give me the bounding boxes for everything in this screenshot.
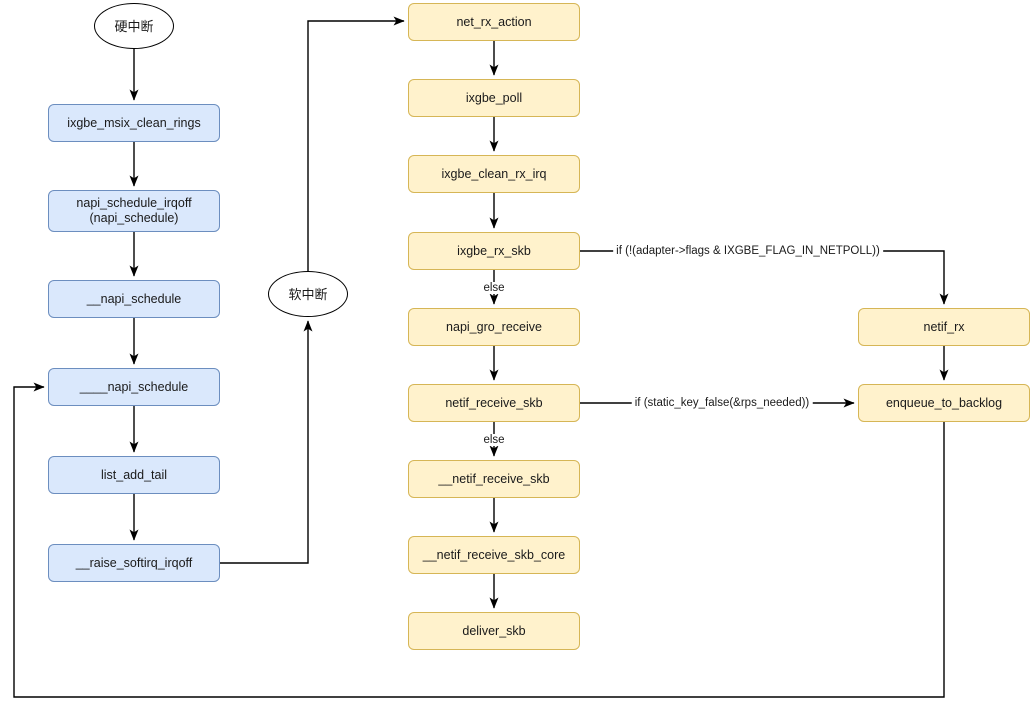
node-label: netif_rx bbox=[923, 319, 965, 334]
node-label: ____napi_schedule bbox=[79, 379, 189, 394]
node-label: ixgbe_poll bbox=[465, 90, 523, 105]
edge-rxskb-to-netifrx bbox=[580, 250, 949, 305]
node-ixgbe-msix-clean-rings[interactable]: ixgbe_msix_clean_rings bbox=[48, 104, 220, 142]
node-soft-interrupt[interactable]: 软中断 bbox=[268, 271, 348, 317]
node-label: __raise_softirq_irqoff bbox=[75, 555, 193, 570]
node-ixgbe-rx-skb[interactable]: ixgbe_rx_skb bbox=[408, 232, 580, 270]
node-netif-receive-skb[interactable]: netif_receive_skb bbox=[408, 384, 580, 422]
node-enqueue-to-backlog[interactable]: enqueue_to_backlog bbox=[858, 384, 1030, 422]
node-quad-napi-schedule[interactable]: ____napi_schedule bbox=[48, 368, 220, 406]
node-label: net_rx_action bbox=[456, 14, 532, 29]
node-ixgbe-poll[interactable]: ixgbe_poll bbox=[408, 79, 580, 117]
node-label: __netif_receive_skb_core bbox=[422, 547, 566, 562]
node-label: netif_receive_skb bbox=[445, 395, 543, 410]
node-net-rx-action[interactable]: net_rx_action bbox=[408, 3, 580, 41]
edge-raisesoftirq-to-softirq bbox=[220, 320, 313, 564]
node-label: enqueue_to_backlog bbox=[885, 395, 1003, 410]
node-label: 硬中断 bbox=[114, 18, 154, 34]
node-list-add-tail[interactable]: list_add_tail bbox=[48, 456, 220, 494]
node-dunder-netif-receive-skb[interactable]: __netif_receive_skb bbox=[408, 460, 580, 498]
node-label: ixgbe_rx_skb bbox=[457, 243, 531, 258]
edge-label-rps-condition: if (static_key_false(&rps_needed)) bbox=[631, 397, 813, 409]
node-label: __napi_schedule bbox=[86, 291, 182, 306]
node-napi-gro-receive[interactable]: napi_gro_receive bbox=[408, 308, 580, 346]
node-label: list_add_tail bbox=[100, 467, 167, 482]
node-label: ixgbe_clean_rx_irq bbox=[441, 166, 547, 181]
edge-softirq-to-netrxaction bbox=[307, 16, 405, 271]
node-raise-softirq-irqoff[interactable]: __raise_softirq_irqoff bbox=[48, 544, 220, 582]
node-label: __netif_receive_skb bbox=[438, 471, 550, 486]
node-dunder-napi-schedule[interactable]: __napi_schedule bbox=[48, 280, 220, 318]
node-label: deliver_skb bbox=[462, 623, 526, 638]
node-label: napi_schedule_irqoff (napi_schedule) bbox=[76, 196, 192, 225]
node-netif-rx[interactable]: netif_rx bbox=[858, 308, 1030, 346]
node-dunder-netif-receive-skb-core[interactable]: __netif_receive_skb_core bbox=[408, 536, 580, 574]
node-label: napi_gro_receive bbox=[446, 319, 542, 334]
edge-label-netpoll-condition: if (!(adapter->flags & IXGBE_FLAG_IN_NET… bbox=[613, 245, 883, 257]
edge-label-else-netif-receive-skb: else bbox=[480, 434, 508, 446]
node-label: 软中断 bbox=[288, 286, 328, 302]
node-label: ixgbe_msix_clean_rings bbox=[67, 115, 201, 130]
node-deliver-skb[interactable]: deliver_skb bbox=[408, 612, 580, 650]
node-ixgbe-clean-rx-irq[interactable]: ixgbe_clean_rx_irq bbox=[408, 155, 580, 193]
edge-label-else-rx-skb: else bbox=[480, 282, 508, 294]
node-napi-schedule-irqoff[interactable]: napi_schedule_irqoff (napi_schedule) bbox=[48, 190, 220, 232]
node-hard-interrupt[interactable]: 硬中断 bbox=[94, 3, 174, 49]
